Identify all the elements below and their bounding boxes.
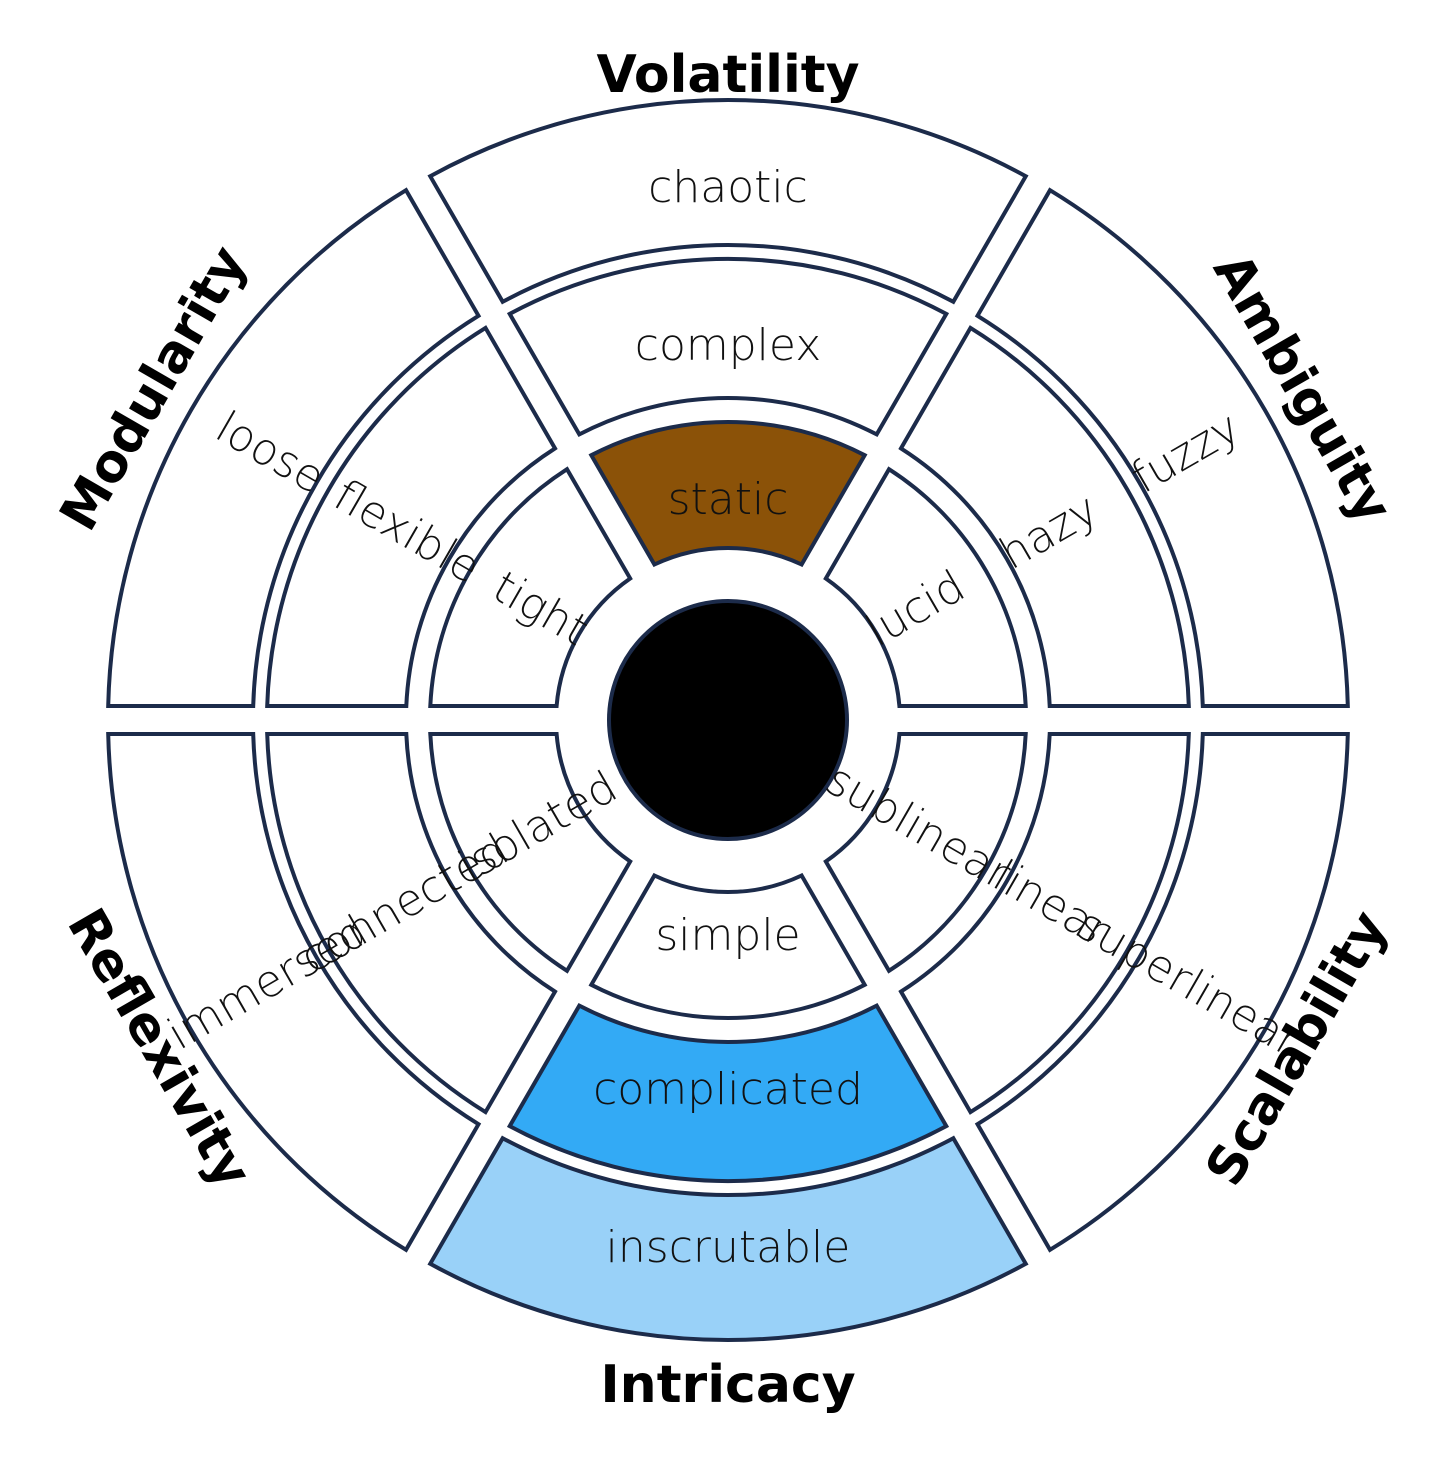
segment-loose <box>106 187 482 708</box>
segment-lucid <box>823 466 1028 708</box>
segment-complicated <box>506 1002 950 1184</box>
segment-inscrutable <box>427 1135 1029 1343</box>
segment-complex <box>506 256 950 438</box>
wheel-segments <box>106 97 1350 1343</box>
segment-connected <box>265 732 558 1115</box>
segment-static <box>588 419 868 568</box>
segment-linear <box>898 732 1191 1115</box>
dimension-title-intricacy: Intricacy <box>600 1355 855 1415</box>
segment-fuzzy <box>974 187 1350 708</box>
segment-label-inscrutable: inscrutable <box>606 1222 851 1273</box>
segment-hazy <box>898 325 1191 708</box>
segment-tight <box>428 466 633 708</box>
center-hub <box>607 599 849 841</box>
segment-flexible <box>265 325 558 708</box>
segment-isolated <box>428 732 633 974</box>
segment-sublinear <box>823 732 1028 974</box>
segment-immersed <box>106 732 482 1253</box>
segment-chaotic <box>427 97 1029 305</box>
segment-label-complicated: complicated <box>593 1064 863 1115</box>
segment-simple <box>588 872 868 1021</box>
segment-label-simple: simple <box>655 910 800 961</box>
segment-superlinear <box>974 732 1350 1253</box>
segment-label-chaotic: chaotic <box>648 162 808 213</box>
dimension-title-volatility: Volatility <box>596 45 859 105</box>
segment-label-complex: complex <box>635 320 821 371</box>
segment-label-static: static <box>668 474 789 525</box>
